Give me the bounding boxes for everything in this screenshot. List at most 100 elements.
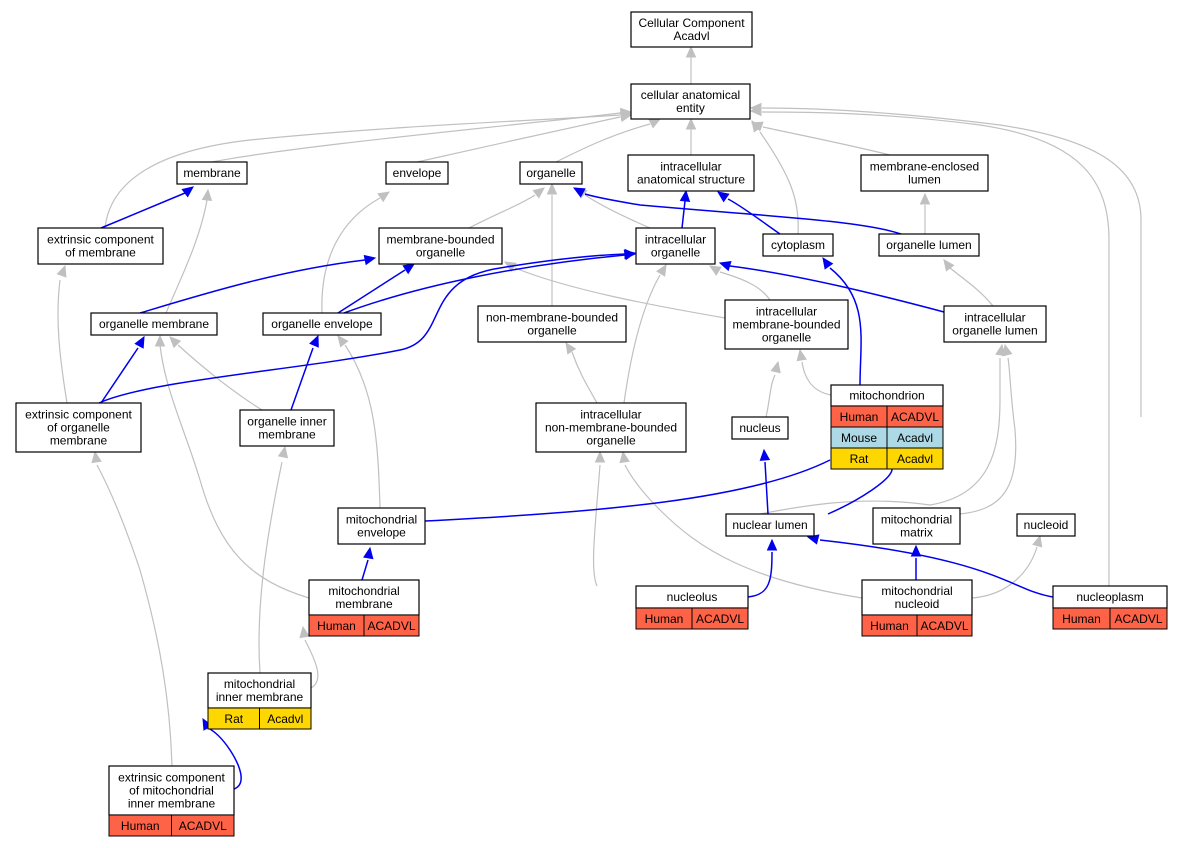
node-box: [519, 161, 583, 185]
is-a-edge-34: [91, 450, 173, 767]
node-envelope[interactable]: envelope: [385, 161, 449, 185]
edge-arrowhead-14: [377, 191, 391, 203]
edge-path: [100, 347, 139, 404]
node-box: [337, 507, 426, 545]
node-label-line: mitochondrial: [346, 513, 417, 527]
node-nucleoid[interactable]: nucleoid: [1016, 513, 1076, 537]
edge-arrowhead-38: [572, 187, 586, 198]
edge-path: [571, 351, 598, 404]
edge-path: [801, 361, 832, 396]
node-label-line: mitochondrial: [881, 584, 952, 598]
part-of-edge-39: [139, 254, 377, 314]
is-a-edge-20: [565, 341, 598, 404]
edge-arrowhead-21: [656, 263, 667, 277]
node-organelle[interactable]: organelle: [519, 161, 583, 185]
gene-symbol: Acadvl: [897, 452, 933, 466]
part-of-edge-35: [100, 186, 194, 229]
edge-arrowhead-26: [337, 335, 349, 348]
node-label-line: envelope: [357, 526, 406, 540]
gene-symbol: ACADVL: [179, 819, 227, 833]
gene-symbol: ACADVL: [367, 619, 415, 633]
node-box: [630, 11, 753, 48]
edge-arrowhead-9: [749, 105, 762, 117]
edge-arrowhead-50: [363, 546, 374, 560]
node-label-line: intracellular: [580, 408, 641, 422]
edge-arrowhead-39: [363, 254, 377, 266]
species-row-human: Human ACADVL: [108, 814, 235, 837]
edge-arrowhead-33: [299, 625, 310, 639]
edge-arrowhead-19: [943, 259, 955, 272]
is-a-edge-22: [765, 360, 781, 418]
node-label-line: organelle envelope: [271, 317, 373, 331]
edge-arrowhead-10: [532, 187, 545, 199]
node-box: [1016, 513, 1076, 537]
edge-arrowhead-7: [751, 120, 763, 133]
is-a-edge-10: [468, 187, 545, 229]
node-label-line: organelle lumen: [886, 238, 971, 252]
node-nl[interactable]: nuclear lumen: [725, 513, 815, 537]
is-a-edge-8: [749, 102, 1142, 417]
species-row-rat: Rat Acadvl: [207, 707, 312, 730]
node-box: [239, 409, 335, 447]
is-a-edge-2: [416, 111, 633, 163]
is-a-edge-13: [165, 188, 213, 314]
species-name: Human: [121, 819, 160, 833]
edge-path: [514, 267, 726, 319]
edge-arrowhead-6: [620, 109, 633, 121]
edge-arrowhead-4: [685, 117, 697, 130]
part-of-edge-44: [718, 260, 945, 313]
node-label-line: nuclear lumen: [732, 518, 807, 532]
node-label-line: organelle: [527, 324, 577, 338]
node-label-line: matrix: [900, 526, 933, 540]
is-a-edge-28: [619, 450, 863, 599]
node-label-line: inner membrane: [128, 797, 216, 811]
node-nucleus[interactable]: nucleus: [731, 416, 789, 440]
part-of-edge-43: [822, 257, 862, 386]
node-box: [535, 402, 687, 453]
node-box: [90, 312, 218, 336]
part-of-edge-45: [98, 248, 637, 404]
edge-path: [592, 464, 601, 587]
edge-path: [258, 461, 283, 674]
node-ol[interactable]: organelle lumen: [878, 233, 980, 257]
node-oe[interactable]: organelle envelope: [262, 312, 382, 336]
node-box: [262, 312, 382, 336]
node-label-line: organelle: [416, 246, 466, 260]
node-inmbo[interactable]: intracellularnon-membrane-boundedorganel…: [535, 402, 687, 453]
species-name: Rat: [224, 712, 243, 726]
gene-symbol: Acadvl: [267, 712, 303, 726]
edge-path: [584, 193, 902, 235]
is-a-edge-32: [258, 445, 289, 674]
gene-symbol: ACADVL: [920, 619, 968, 633]
is-a-edge-23: [796, 348, 832, 396]
node-cytoplasm[interactable]: cytoplasm: [762, 233, 834, 257]
node-om[interactable]: organelle membrane: [90, 312, 218, 336]
node-box: [37, 227, 164, 265]
node-membrane[interactable]: membrane: [176, 161, 248, 185]
node-label-line: intracellular: [645, 233, 706, 247]
node-box: [731, 416, 789, 440]
edge-path: [468, 194, 536, 229]
